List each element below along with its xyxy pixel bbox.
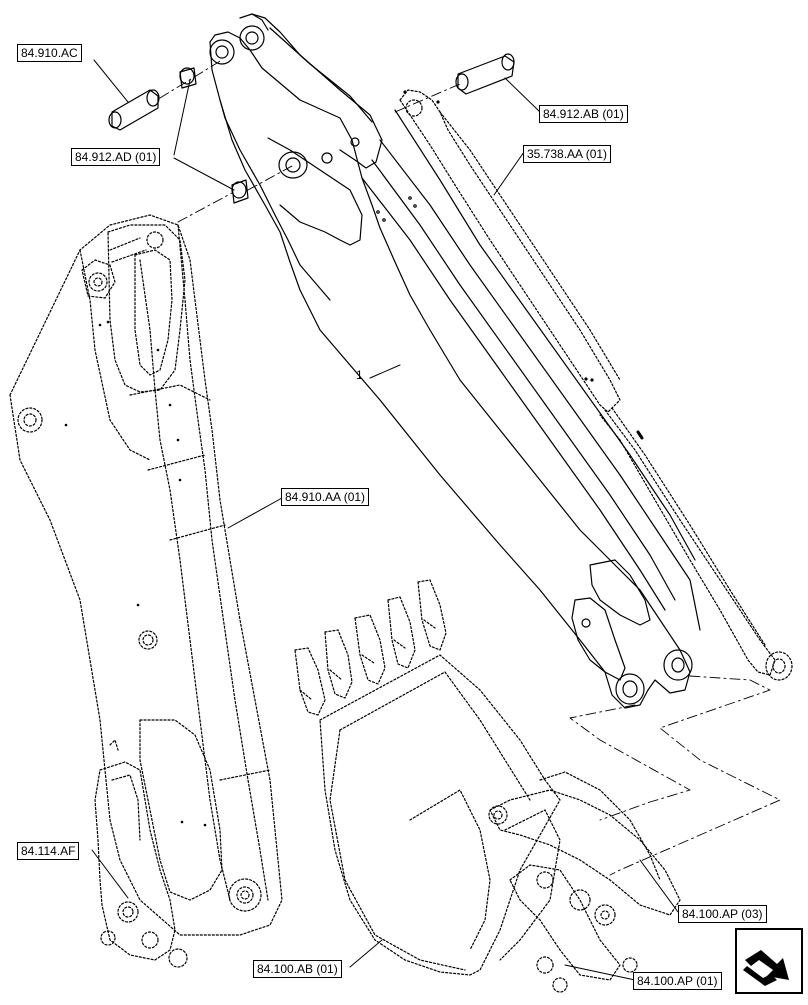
- callout-84-912-ad[interactable]: 84.912.AD (01): [71, 148, 161, 166]
- boom: [9, 214, 283, 936]
- centre-lines: [159, 59, 781, 876]
- dipper-arm: [209, 13, 701, 709]
- callout-84-100-ap-01[interactable]: 84.100.AP (01): [633, 972, 722, 990]
- callout-84-100-ab[interactable]: 84.100.AB (01): [253, 960, 342, 978]
- linkage-left: [94, 739, 188, 968]
- callout-35-738-aa[interactable]: 35.738.AA (01): [523, 145, 612, 163]
- callout-84-100-ap-03[interactable]: 84.100.AP (03): [678, 905, 767, 923]
- arrow-glyph-icon: [743, 945, 789, 986]
- callout-84-912-ab[interactable]: 84.912.AB (01): [539, 105, 628, 123]
- callout-84-114-af[interactable]: 84.114.AF: [17, 842, 80, 860]
- linkage-right: [488, 771, 681, 993]
- callout-84-910-ac[interactable]: 84.910.AC: [17, 44, 82, 62]
- callout-84-910-aa[interactable]: 84.910.AA (01): [281, 488, 370, 506]
- hydraulic-cylinder: [399, 89, 793, 681]
- next-page-arrow-icon[interactable]: [735, 928, 803, 994]
- pins: [108, 53, 515, 204]
- bucket: [294, 579, 561, 976]
- part-number-label: 1: [356, 368, 363, 382]
- leader-lines: [91, 59, 679, 981]
